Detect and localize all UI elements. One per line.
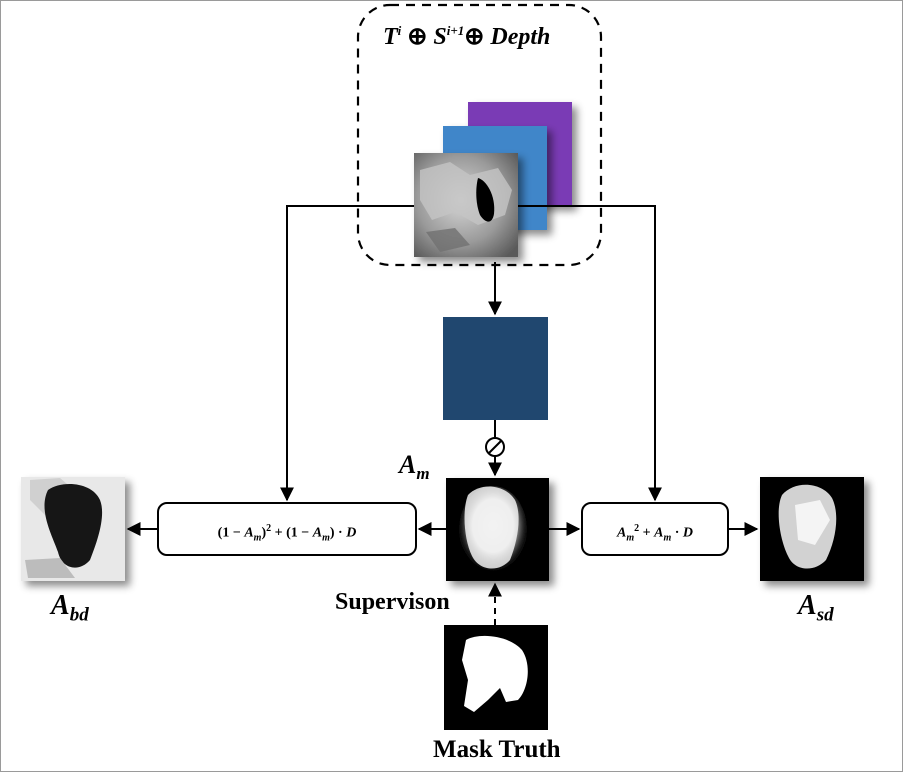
conv-block	[443, 317, 548, 420]
depth-map-card	[414, 153, 518, 257]
bf-part-2: )	[261, 525, 267, 541]
bf-a1: A	[244, 525, 254, 541]
bf-m2: m	[322, 532, 330, 544]
sf-square: 2	[634, 523, 640, 534]
bf-part-1: (1 −	[217, 525, 245, 541]
sigmoid-operator-icon	[485, 437, 505, 457]
abd-label: Abd	[51, 590, 89, 627]
asd-label: Asd	[798, 590, 834, 627]
bf-part-4: ) ·	[329, 525, 347, 541]
sf-part-2: ·	[671, 525, 683, 541]
bf-m1: m	[253, 532, 262, 544]
label-depth: Depth	[490, 24, 551, 50]
abd-label-sub: bd	[69, 604, 89, 626]
am-label-sub: m	[416, 464, 430, 484]
sf-d: D	[682, 525, 694, 541]
asd-label-sub: sd	[816, 604, 834, 626]
sf-a1: A	[616, 525, 627, 541]
sf-part-1: +	[639, 525, 655, 541]
background-formula: (1 − Am)2 + (1 − Am) · D	[158, 514, 416, 553]
connector-lines	[126, 205, 759, 625]
background-attention-abd	[21, 477, 125, 581]
bf-part-3: + (1 −	[271, 525, 313, 541]
oplus-icon: ⊕	[407, 24, 428, 50]
bf-a2: A	[312, 525, 323, 541]
oplus-icon-2: ⊕	[464, 24, 485, 50]
abd-label-main: A	[51, 590, 70, 621]
bf-square: 2	[266, 523, 272, 534]
label-t: T	[383, 24, 398, 50]
sf-m1: m	[626, 532, 635, 544]
am-label-main: A	[399, 450, 417, 479]
mask-truth-image	[444, 625, 548, 730]
sf-a2: A	[654, 525, 664, 541]
asd-label-main: A	[798, 590, 817, 621]
input-concat-label: Ti ⊕ Si+1⊕ Depth	[383, 22, 550, 51]
label-s-sup: i+1	[446, 23, 465, 38]
mask-truth-label: Mask Truth	[433, 736, 561, 763]
salient-attention-asd	[760, 477, 864, 581]
label-s: S	[433, 24, 447, 50]
attention-map-am	[446, 478, 549, 581]
label-t-sup: i	[397, 23, 402, 38]
salient-formula: Am2 + Am · D	[582, 514, 728, 553]
supervision-label: Supervison	[335, 589, 450, 615]
bf-d: D	[346, 525, 357, 541]
am-label: Am	[399, 450, 430, 484]
input-stack-dashed-box	[356, 3, 603, 267]
sf-m2: m	[663, 532, 672, 544]
